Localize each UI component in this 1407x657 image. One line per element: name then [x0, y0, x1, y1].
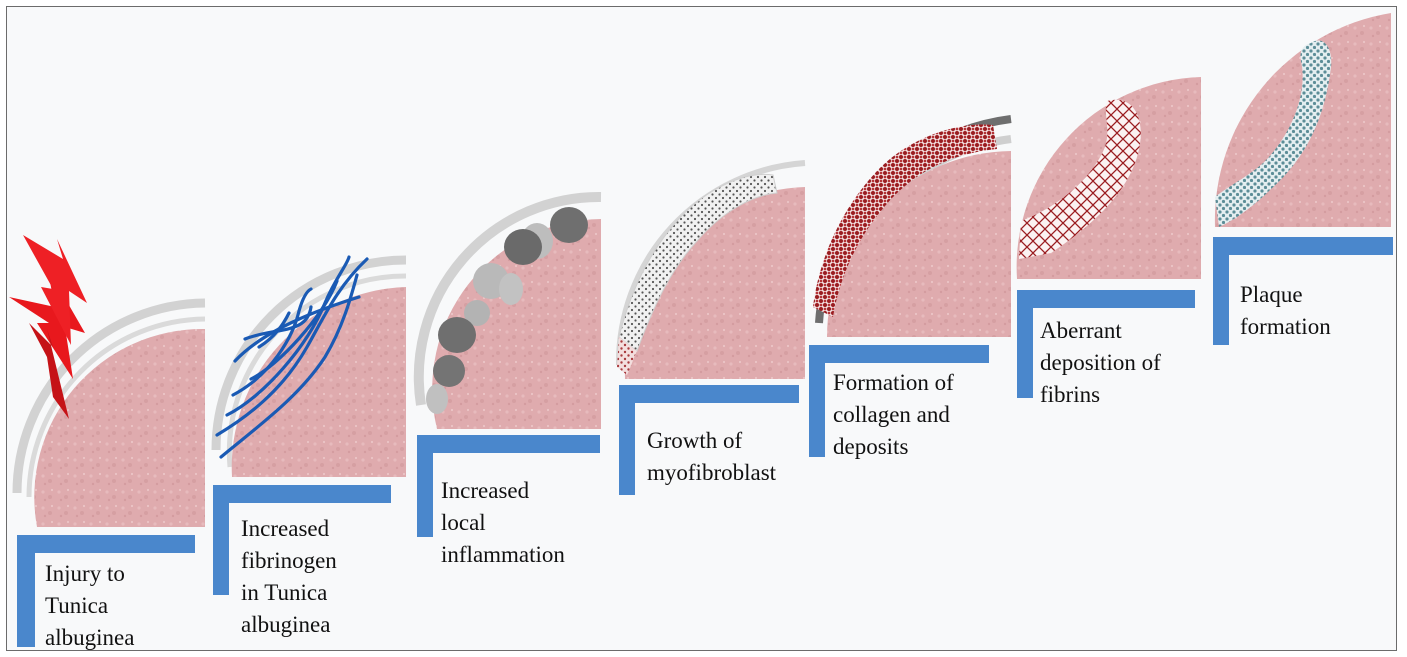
step-2 — [216, 257, 406, 477]
diagram-frame: Injury to Tunica albuginea Increased fib… — [6, 6, 1397, 651]
step-6 — [1017, 77, 1201, 279]
step-6-label: Aberrant deposition of fibrins — [1040, 315, 1161, 411]
step-3-label: Increased local inflammation — [441, 475, 565, 571]
tissue-quadrant — [34, 329, 205, 527]
step-1 — [9, 235, 205, 527]
step-3 — [419, 197, 601, 429]
step-2-label: Increased fibrinogen in Tunica albuginea — [241, 513, 337, 641]
step-5 — [813, 119, 1011, 337]
step-4-label: Growth of myofibroblast — [647, 425, 776, 489]
pathogenesis-diagram — [7, 7, 1397, 651]
step-4 — [617, 163, 805, 379]
step-5-label: Formation of collagen and deposits — [833, 367, 954, 463]
step-7-label: Plaque formation — [1240, 279, 1331, 343]
step-1-label: Injury to Tunica albuginea — [45, 558, 134, 651]
step-7 — [1215, 13, 1391, 227]
